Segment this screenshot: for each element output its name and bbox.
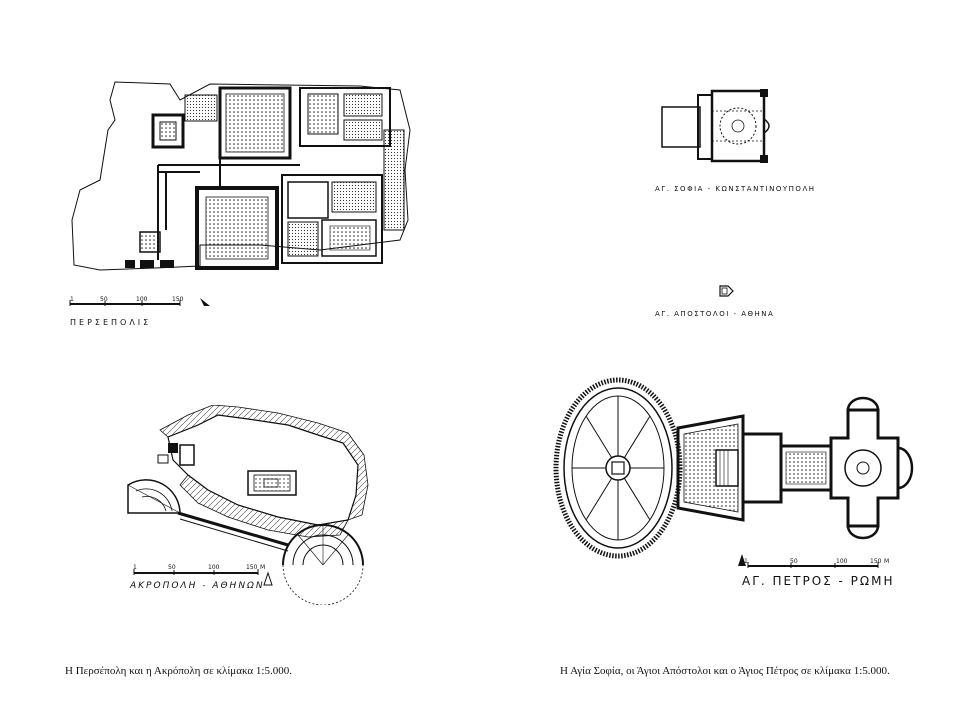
persepolis-scale-tick-3: 150 xyxy=(172,296,184,303)
acropolis-scale-unit: M xyxy=(260,564,266,571)
acropolis-scale-tick-0: 1 xyxy=(133,564,137,571)
hagia-sophia-label: ΑΓ. ΣΟΦΙΑ - ΚΩΝΣΤΑΝΤΙΝΟΥΠΟΛΗ xyxy=(655,185,816,193)
acropolis-label: ΑΚΡΟΠΟΛΗ - ΑΘΗΝΩΝ xyxy=(130,581,265,591)
persepolis-scale-tick-0: 1 xyxy=(70,296,74,303)
acropolis-scale-tick-2: 100 xyxy=(208,564,220,571)
persepolis-scale-tick-2: 100 xyxy=(136,296,148,303)
acropolis-plan xyxy=(127,405,369,605)
persepolis-plan xyxy=(69,81,411,306)
st-peter-plan xyxy=(553,377,914,568)
st-peter-scale-tick-0: 1 xyxy=(744,558,748,565)
persepolis-label: ΠΕΡΣΕΠΟΛΙΣ xyxy=(70,318,152,327)
st-peter-label: ΑΓ. ΠΕΤΡΟΣ - ΡΩΜΗ xyxy=(742,574,895,588)
acropolis-scale-tick-1: 50 xyxy=(168,564,176,571)
acropolis-scale-tick-3: 150 xyxy=(246,564,258,571)
st-peter-scale-unit: M xyxy=(884,558,890,565)
holy-apostles-label: ΑΓ. ΑΠΟΣΤΟΛΟΙ - ΑΘΗΝΑ xyxy=(655,310,775,318)
caption-left: Η Περσέπολη και η Ακρόπολη σε κλίμακα 1:… xyxy=(65,665,292,677)
st-peter-scale-tick-2: 100 xyxy=(836,558,848,565)
st-peter-scale-tick-1: 50 xyxy=(790,558,798,565)
persepolis-scale-tick-1: 50 xyxy=(100,296,108,303)
hagia-sophia-plan xyxy=(661,89,770,163)
holy-apostles-plan xyxy=(719,285,734,297)
caption-right: Η Αγία Σοφία, οι Άγιοι Απόστολοι και ο Ά… xyxy=(560,665,890,677)
st-peter-scale-tick-3: 150 xyxy=(870,558,882,565)
